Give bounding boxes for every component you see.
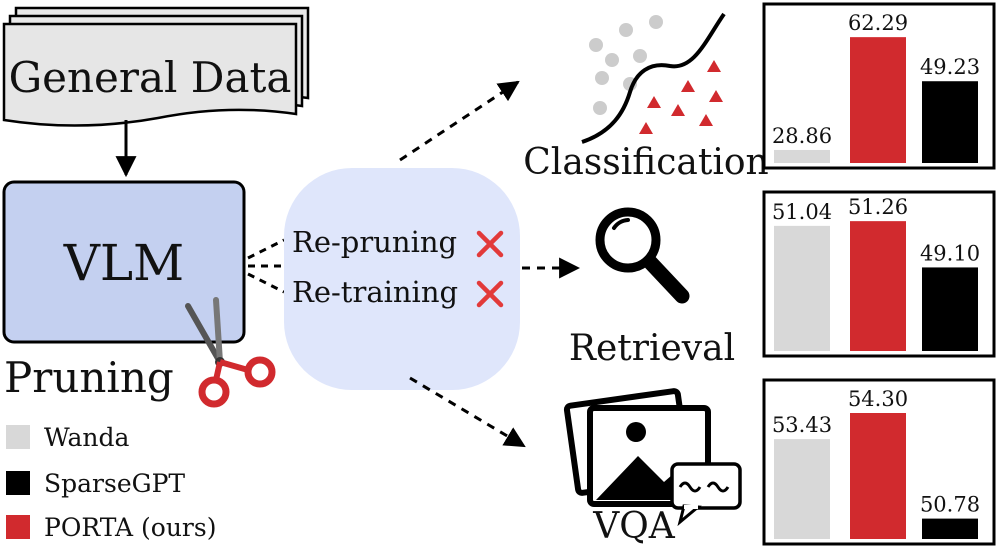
cross-icon [476, 280, 504, 308]
magnifier-icon [595, 207, 690, 304]
legend-label-porta: PORTA (ours) [44, 513, 216, 542]
chart-classification: 28.86 62.29 49.23 [762, 2, 996, 170]
chart-frame [762, 2, 996, 170]
re-pruning-label: Re-pruning [292, 225, 457, 259]
arrow-to-vqa [409, 376, 526, 448]
legend-item-porta: PORTA (ours) [6, 513, 216, 542]
bar-porta-ours [850, 37, 906, 163]
value-label-wanda: 28.86 [772, 124, 832, 148]
constraint-bubble: Re-pruning Re-training [284, 168, 520, 390]
vlm-label: VLM [63, 234, 185, 292]
value-label-porta-ours: 54.30 [848, 387, 908, 411]
legend-label-sparsegpt: SparseGPT [44, 469, 185, 498]
bar-wanda [774, 149, 830, 163]
scissors-icon [185, 297, 276, 408]
bar-wanda [774, 439, 830, 539]
scatter-classification-icon [581, 12, 726, 144]
chart-vqa: 53.43 54.30 50.78 [762, 378, 996, 546]
bar-sparsegpt [922, 518, 978, 539]
task-label-retrieval: Retrieval [569, 328, 735, 369]
value-label-wanda: 51.04 [772, 200, 832, 224]
image-chat-icon [563, 388, 742, 527]
bar-sparsegpt [922, 81, 978, 163]
re-training-label: Re-training [292, 275, 458, 309]
legend: Wanda SparseGPT PORTA (ours) [6, 423, 216, 542]
bar-sparsegpt [922, 267, 978, 351]
task-arrows [399, 80, 581, 448]
value-label-wanda: 53.43 [772, 413, 832, 437]
vlm-box: VLM [2, 180, 246, 344]
general-data-label: General Data [9, 53, 292, 102]
legend-label-wanda: Wanda [44, 423, 130, 452]
task-label-vqa: VQA [592, 506, 676, 547]
general-data-document: General Data [2, 6, 310, 127]
value-label-porta-ours: 51.26 [848, 195, 908, 219]
value-label-porta-ours: 62.29 [848, 11, 908, 35]
value-label-sparsegpt: 49.23 [920, 55, 980, 79]
legend-item-wanda: Wanda [6, 423, 130, 452]
arrow-to-classification [399, 80, 520, 162]
value-label-sparsegpt: 49.10 [920, 241, 980, 265]
chart-frame [762, 378, 996, 546]
chart-retrieval: 51.04 51.26 49.10 [762, 190, 996, 358]
task-label-classification: Classification [523, 142, 768, 183]
value-label-sparsegpt: 50.78 [920, 493, 980, 517]
cross-icon [476, 230, 504, 258]
chart-frame [762, 190, 996, 358]
vlm-bubble-connectors [247, 238, 285, 294]
bar-wanda [774, 225, 830, 351]
bar-porta-ours [850, 413, 906, 539]
pruning-label: Pruning [4, 353, 174, 402]
legend-item-sparsegpt: SparseGPT [6, 469, 185, 498]
bar-porta-ours [850, 221, 906, 351]
